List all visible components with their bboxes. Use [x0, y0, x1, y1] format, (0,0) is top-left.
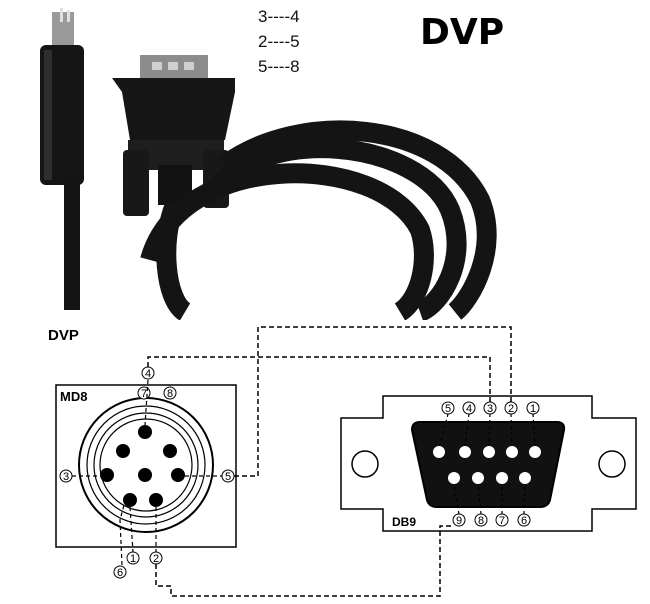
db9-pin-label: 5	[445, 403, 451, 415]
md8-connector	[78, 397, 214, 533]
md8-pin	[163, 444, 177, 458]
db9-pin	[483, 446, 495, 458]
md8-pin	[171, 468, 185, 482]
db9-pin	[459, 446, 471, 458]
md8-pin-label: 4	[145, 368, 151, 380]
md8-box	[55, 384, 237, 548]
db9-pin	[472, 472, 484, 484]
db9-pin-label: 2	[508, 403, 514, 415]
mini-din-plug	[40, 8, 84, 310]
db9-pin	[496, 472, 508, 484]
md8-pin	[123, 493, 137, 507]
pin-mapping-row: 3----4	[258, 7, 300, 26]
db9-pin-label: 6	[521, 515, 527, 527]
cable-illustration	[40, 8, 497, 320]
md8-pin-label: 1	[130, 553, 136, 565]
db9-pin	[519, 472, 531, 484]
db9-pin	[529, 446, 541, 458]
md8-pin	[116, 444, 130, 458]
pin-mapping-row: 2----5	[258, 32, 300, 51]
coiled-cable	[140, 120, 497, 320]
db9-pin-label: 8	[478, 515, 484, 527]
db9-pin-label: 9	[456, 515, 462, 527]
db9-pin	[433, 446, 445, 458]
md8-label: MD8	[60, 389, 87, 404]
md8-pin-label: 6	[117, 567, 123, 579]
pin-mapping-list: 3----4 2----5 5----8	[258, 4, 300, 79]
db9-pin	[506, 446, 518, 458]
md8-pin	[138, 425, 152, 439]
md8-pin-label: 2	[153, 553, 159, 565]
db9-pin-label: 7	[499, 515, 505, 527]
db9-screw-hole	[351, 450, 379, 478]
db9-screw-hole	[598, 450, 626, 478]
db9-pin-label: 1	[530, 403, 536, 415]
db9-shell	[410, 421, 566, 508]
pin-mapping-row: 5----8	[258, 57, 300, 76]
db9-pin-label: 3	[487, 403, 493, 415]
md8-pin	[100, 468, 114, 482]
brand-title: DVP	[420, 12, 505, 53]
diagram-title: DVP	[48, 327, 79, 344]
md8-pin-label: 5	[225, 471, 231, 483]
md8-pin-label: 8	[167, 388, 173, 400]
md8-pin	[138, 468, 152, 482]
md8-pin-label: 7	[141, 388, 147, 400]
db9-label: DB9	[392, 515, 416, 529]
db9-pin-label: 4	[466, 403, 472, 415]
db9-pin	[448, 472, 460, 484]
wiring-lines	[147, 326, 512, 597]
md8-pin-label: 3	[63, 471, 69, 483]
md8-pin	[149, 493, 163, 507]
